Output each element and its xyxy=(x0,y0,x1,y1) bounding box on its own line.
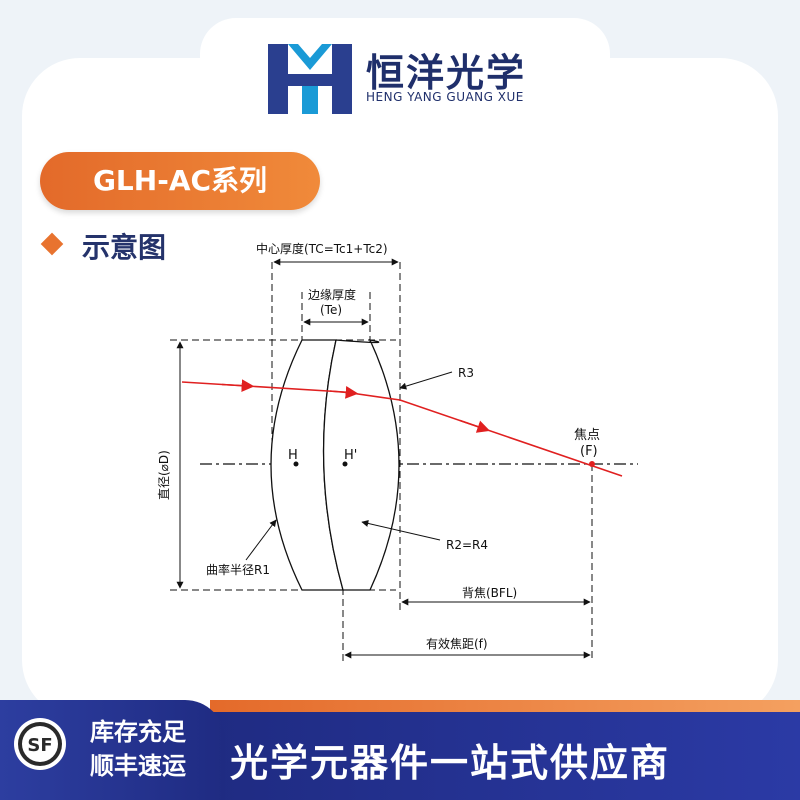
edge-thickness-symbol: (Te) xyxy=(320,303,342,317)
sf-express-icon: SF xyxy=(14,718,66,770)
stock-line-2: 顺丰速运 xyxy=(90,752,186,780)
stock-line-1: 库存充足 xyxy=(90,718,186,746)
series-label: GLH-AC系列 xyxy=(92,164,268,197)
hy-logo-icon xyxy=(268,44,352,114)
lens-element-2 xyxy=(322,339,400,591)
footer-slogan: 光学元器件一站式供应商 xyxy=(230,741,671,785)
r2r4-leader xyxy=(361,520,441,541)
footer-slogan-panel xyxy=(210,712,800,800)
r3-label: R3 xyxy=(458,366,474,380)
light-ray xyxy=(181,381,623,477)
diameter-label: 直径(⌀D) xyxy=(157,450,171,500)
footer-accent-strip xyxy=(210,700,800,714)
center-thickness-label: 中心厚度(TC=Tc1+Tc2) xyxy=(256,241,388,256)
lens-diagram: 中心厚度(TC=Tc1+Tc2) 边缘厚度 (Te) R3 焦点 (F) H H… xyxy=(157,241,638,662)
focus-label: 焦点 xyxy=(574,428,600,443)
r3-leader xyxy=(399,371,453,390)
brand-name-en: HENG YANG GUANG XUE xyxy=(366,90,524,104)
efl-label: 有效焦距(f) xyxy=(426,636,488,651)
svg-text:SF: SF xyxy=(27,735,52,756)
guide-lines xyxy=(170,262,593,662)
series-badge: GLH-AC系列 xyxy=(40,152,320,210)
r1-leader xyxy=(245,519,277,561)
h-point xyxy=(293,461,299,467)
section-title: 示意图 xyxy=(82,231,167,264)
edge-thickness-label: 边缘厚度 xyxy=(308,287,356,302)
focus-symbol: (F) xyxy=(580,444,598,459)
r2-r4-label: R2=R4 xyxy=(446,538,488,552)
h-prime-label: H' xyxy=(344,448,357,463)
brand-name-cn: 恒洋光学 xyxy=(366,51,527,95)
h-label: H xyxy=(288,448,298,463)
radius-r1-label: 曲率半径R1 xyxy=(206,562,270,577)
h-prime-point xyxy=(342,461,348,467)
bfl-label: 背焦(BFL) xyxy=(462,586,517,600)
